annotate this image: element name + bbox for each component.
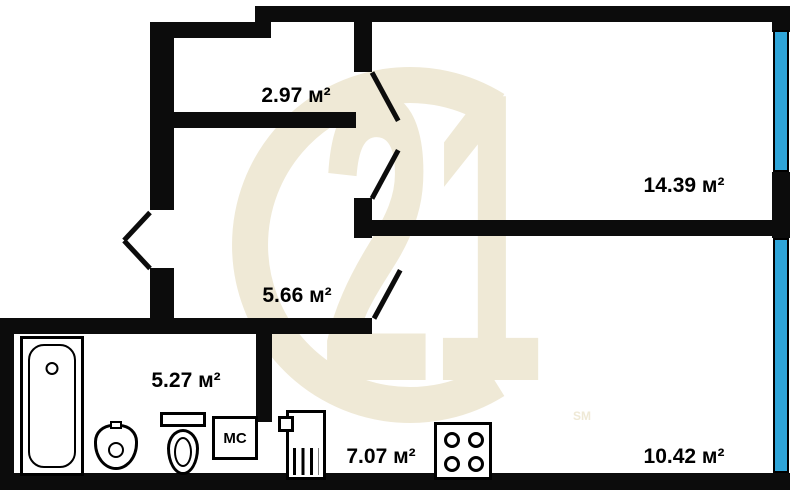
room-area-label-second: 10.42 м² — [643, 445, 725, 468]
wall-right-top — [772, 6, 790, 32]
watermark-sm: SM — [573, 409, 591, 423]
washing-machine-box: МС — [212, 416, 258, 460]
wall-top-main — [255, 6, 790, 22]
watermark-logo: 21 SM — [232, 35, 591, 455]
entry-door-leaf-upper — [122, 210, 152, 242]
stove-burner — [444, 456, 460, 472]
sink-tap — [110, 421, 122, 429]
watermark-c-arc — [232, 67, 505, 423]
wall-mid-vertical-upper — [354, 22, 372, 72]
toilet-bowl — [167, 429, 199, 475]
wall-top-left — [150, 22, 271, 38]
room-area-label-bathroom: 5.27 м² — [151, 369, 221, 392]
window-upper — [773, 30, 789, 172]
sink-drain — [108, 441, 124, 458]
electric-panel-hatch — [293, 448, 319, 475]
wall-bottom — [0, 473, 790, 490]
wall-left-upper-below-door — [150, 268, 174, 334]
toilet-bowl-inner — [174, 437, 192, 467]
electric-panel-switch — [278, 416, 294, 432]
wall-right-mid — [772, 172, 790, 238]
wall-bath-hall-horizontal — [0, 318, 372, 334]
bathtub-drain — [45, 362, 59, 375]
room-area-label-storage: 2.97 м² — [261, 84, 331, 107]
toilet-tank — [160, 412, 206, 427]
wall-storage-bottom — [174, 112, 356, 128]
window-lower — [773, 238, 789, 473]
entry-door-leaf-lower — [122, 239, 152, 271]
wall-room-main-bottom — [354, 220, 772, 236]
electric-panel — [278, 410, 326, 480]
wall-bathroom-right — [256, 334, 272, 422]
sink — [94, 421, 138, 470]
toilet — [160, 412, 206, 476]
stove-burner — [468, 432, 484, 448]
stove — [434, 422, 492, 480]
room-area-label-hallway: 5.66 м² — [262, 284, 332, 307]
room-area-label-kitchen: 7.07 м² — [346, 445, 416, 468]
wall-left-lower — [0, 318, 14, 490]
room-area-label-main: 14.39 м² — [643, 174, 725, 197]
stove-burner — [468, 456, 484, 472]
stove-burner — [444, 432, 460, 448]
bathtub-basin — [28, 344, 76, 468]
watermark-digits: 21 — [320, 35, 540, 455]
bathtub — [20, 336, 84, 476]
wall-left-upper — [150, 22, 174, 210]
washing-machine-label: МС — [223, 429, 247, 447]
